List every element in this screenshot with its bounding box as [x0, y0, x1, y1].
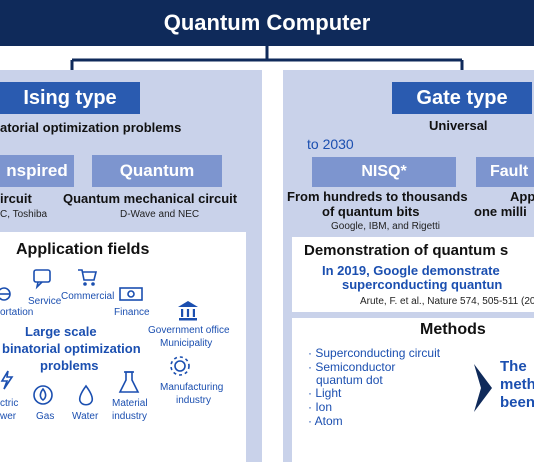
- fault-line2: one milli: [474, 204, 527, 219]
- nisq-line2: of quantum bits: [322, 204, 420, 219]
- chat-bubble-icon: [33, 269, 51, 290]
- inspired-line2: C, Toshiba: [0, 209, 48, 220]
- label-material-1: Material: [112, 398, 148, 409]
- method-item-4: · Ion: [308, 400, 333, 414]
- label-manufacturing-2: industry: [176, 395, 212, 406]
- ising-type-header: Ising type: [0, 82, 140, 114]
- label-portation: ortation: [0, 307, 34, 318]
- to-2030-label: to 2030: [307, 136, 354, 152]
- water-drop-icon: [78, 384, 94, 406]
- method-item-2b: quantum dot: [316, 373, 383, 387]
- inspired-box: nspired: [0, 155, 74, 187]
- gas-burner-icon: [33, 385, 53, 405]
- methods-title: Methods: [420, 321, 486, 338]
- methods-box: Methods · Superconducting circuit · Semi…: [292, 318, 534, 462]
- methods-right-1: The: [500, 358, 527, 375]
- inspired-line1: ircuit: [0, 191, 32, 206]
- label-material-2: industry: [112, 411, 148, 422]
- method-item-3: · Light: [308, 386, 342, 400]
- flask-icon: [118, 371, 140, 393]
- demonstration-line1: In 2019, Google demonstrate: [322, 263, 500, 278]
- gate-type-header: Gate type: [392, 82, 532, 114]
- fault-box: Fault: [476, 157, 534, 187]
- cart-icon: [78, 269, 98, 286]
- label-electric-2: wer: [0, 411, 17, 422]
- method-item-1: · Superconducting circuit: [308, 346, 441, 360]
- label-commercial: Commercial: [61, 291, 115, 302]
- label-gas: Gas: [36, 411, 55, 422]
- label-electric-1: ctric: [0, 398, 19, 409]
- center-line-2: binatorial optimization: [2, 341, 141, 356]
- center-line-1: Large scale: [25, 324, 97, 339]
- methods-right-3: been: [500, 394, 534, 411]
- nisq-line3: Google, IBM, and Rigetti: [331, 221, 440, 232]
- label-water: Water: [72, 411, 99, 422]
- method-item-5: · Atom: [308, 414, 343, 428]
- center-line-3: problems: [40, 358, 99, 373]
- label-service: Service: [28, 296, 62, 307]
- demonstration-ref: Arute, F. et al., Nature 574, 505-511 (2…: [360, 296, 534, 307]
- page-title: Quantum Computer: [163, 10, 371, 35]
- quantum-line1: Quantum mechanical circuit: [63, 191, 238, 206]
- lightning-icon: [0, 370, 14, 390]
- label-government: Government office: [148, 325, 230, 336]
- government-building-icon: [178, 301, 198, 321]
- ising-subtitle: atorial optimization problems: [0, 120, 182, 135]
- globe-icon: [0, 287, 11, 301]
- nisq-box: NISQ*: [312, 157, 456, 187]
- label-finance: Finance: [114, 307, 150, 318]
- quantum-line2: D-Wave and NEC: [120, 209, 200, 220]
- gate-subtitle: Universal: [429, 118, 488, 133]
- nisq-line1: From hundreds to thousands: [287, 189, 468, 204]
- banknote-icon: [119, 287, 143, 301]
- quantum-box: Quantum: [92, 155, 222, 187]
- methods-right-2: meth: [500, 376, 534, 393]
- label-municipality: Municipality: [160, 338, 213, 349]
- demonstration-line2: superconducting quantun: [342, 277, 503, 292]
- fault-line1: App: [510, 189, 534, 204]
- demonstration-box: Demonstration of quantum s In 2019, Goog…: [292, 237, 534, 312]
- application-fields-title: Application fields: [16, 241, 150, 258]
- arrow-right-icon: [474, 364, 492, 412]
- method-item-2: · Semiconductor: [308, 360, 396, 374]
- title-bar: Quantum Computer: [0, 0, 534, 46]
- demonstration-title: Demonstration of quantum s: [304, 242, 509, 259]
- factory-gear-icon: [170, 356, 190, 376]
- label-manufacturing-1: Manufacturing: [160, 382, 224, 393]
